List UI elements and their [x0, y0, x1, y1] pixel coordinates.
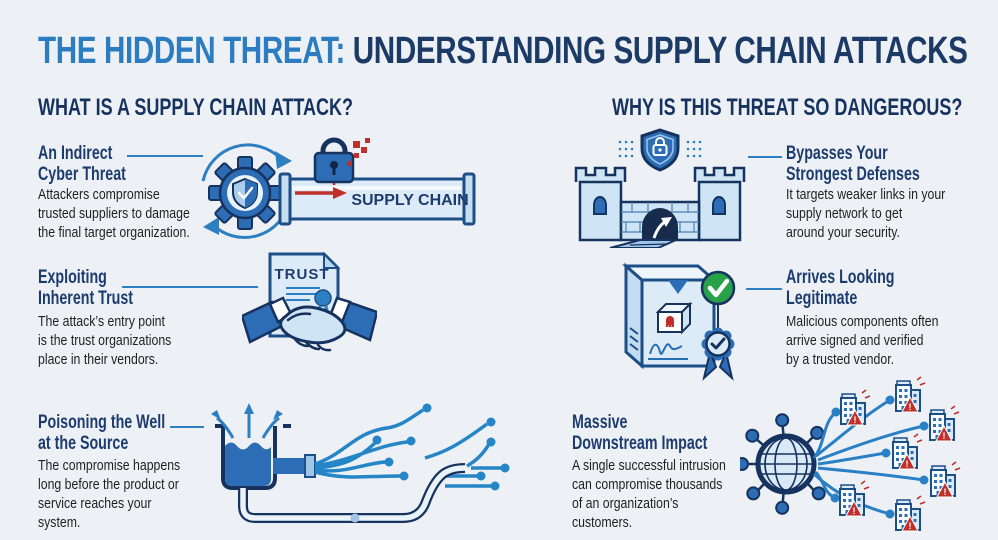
- signed-package-illustration: [622, 262, 736, 381]
- connector-line: [746, 288, 782, 290]
- gear-shield-icon: [208, 156, 282, 230]
- outlet-pipe-icon: [273, 454, 316, 478]
- item-body-poisoning-well: The compromise happens long before the p…: [38, 457, 181, 531]
- item-body-inherent-trust: The attack’s entry point is the trust or…: [38, 313, 172, 368]
- halftone-dots: [618, 140, 702, 158]
- pipe-icon: [278, 172, 476, 226]
- building-icon: [930, 461, 961, 498]
- building-icon: [895, 495, 926, 532]
- shield-lock-icon: [640, 128, 680, 172]
- vapor-arrows-icon: [211, 403, 283, 439]
- item-title-bypasses-defenses: Bypasses Your Strongest Defenses: [786, 143, 920, 185]
- item-body-indirect-threat: Attackers compromise trusted suppliers t…: [38, 186, 190, 241]
- document-label: TRUST: [275, 266, 330, 283]
- connector-line: [748, 156, 782, 158]
- malware-pixels-icon: [347, 138, 370, 166]
- item-title-inherent-trust: Exploiting Inherent Trust: [38, 267, 134, 309]
- supply-chain-pipe-illustration: SUPPLY CHAIN: [201, 137, 476, 239]
- item-title-indirect-threat: An Indirect Cyber Threat: [38, 143, 126, 185]
- globe-network-icon: [740, 413, 826, 515]
- item-body-arrives-legitimate: Malicious components often arrive signed…: [786, 313, 939, 368]
- building-icon: [929, 405, 960, 442]
- water-tank-icon: [215, 424, 291, 490]
- building-icon: [839, 480, 870, 517]
- page-title: THE HIDDEN THREAT: UNDERSTANDING SUPPLY …: [38, 30, 968, 73]
- lock-icon: [313, 137, 355, 184]
- pipe-label: SUPPLY CHAIN: [351, 192, 468, 209]
- loop-pipe-icon: [238, 437, 510, 523]
- item-body-bypasses-defenses: It targets weaker links in your supply n…: [786, 186, 946, 241]
- item-title-arrives-legitimate: Arrives Looking Legitimate: [786, 267, 895, 309]
- page-title-accent: THE HIDDEN THREAT:: [38, 30, 345, 72]
- item-body-downstream-impact: A single successful intrusion can compro…: [572, 457, 726, 531]
- connector-line: [127, 155, 203, 157]
- circuit-pipes-icon: [314, 403, 500, 491]
- item-title-downstream-impact: Massive Downstream Impact: [572, 412, 708, 454]
- trust-handshake-illustration: TRUST: [242, 251, 377, 352]
- signature-icon: [648, 343, 688, 360]
- downstream-network-illustration: !: [740, 376, 961, 532]
- building-icon: [892, 433, 923, 470]
- connector-line: [122, 286, 258, 288]
- right-section-heading: WHY IS THIS THREAT SO DANGEROUS?: [612, 94, 963, 121]
- castle-illustration: [574, 128, 746, 248]
- castle-icon: [574, 166, 746, 248]
- building-icon: [895, 376, 926, 413]
- left-section-heading: WHAT IS A SUPPLY CHAIN ATTACK?: [38, 94, 353, 121]
- check-circle-icon: [700, 270, 736, 330]
- handshake-icon: [242, 296, 377, 352]
- item-title-poisoning-well: Poisoning the Well at the Source: [38, 412, 166, 454]
- page-title-rest: UNDERSTANDING SUPPLY CHAIN ATTACKS: [344, 30, 968, 72]
- connector-line: [170, 426, 204, 428]
- building-icon: [840, 389, 871, 426]
- cube-malware-icon: [655, 301, 693, 335]
- spread-lines: [812, 395, 929, 519]
- poisoned-well-illustration: [211, 403, 510, 523]
- ribbon-badge-icon: [701, 327, 735, 381]
